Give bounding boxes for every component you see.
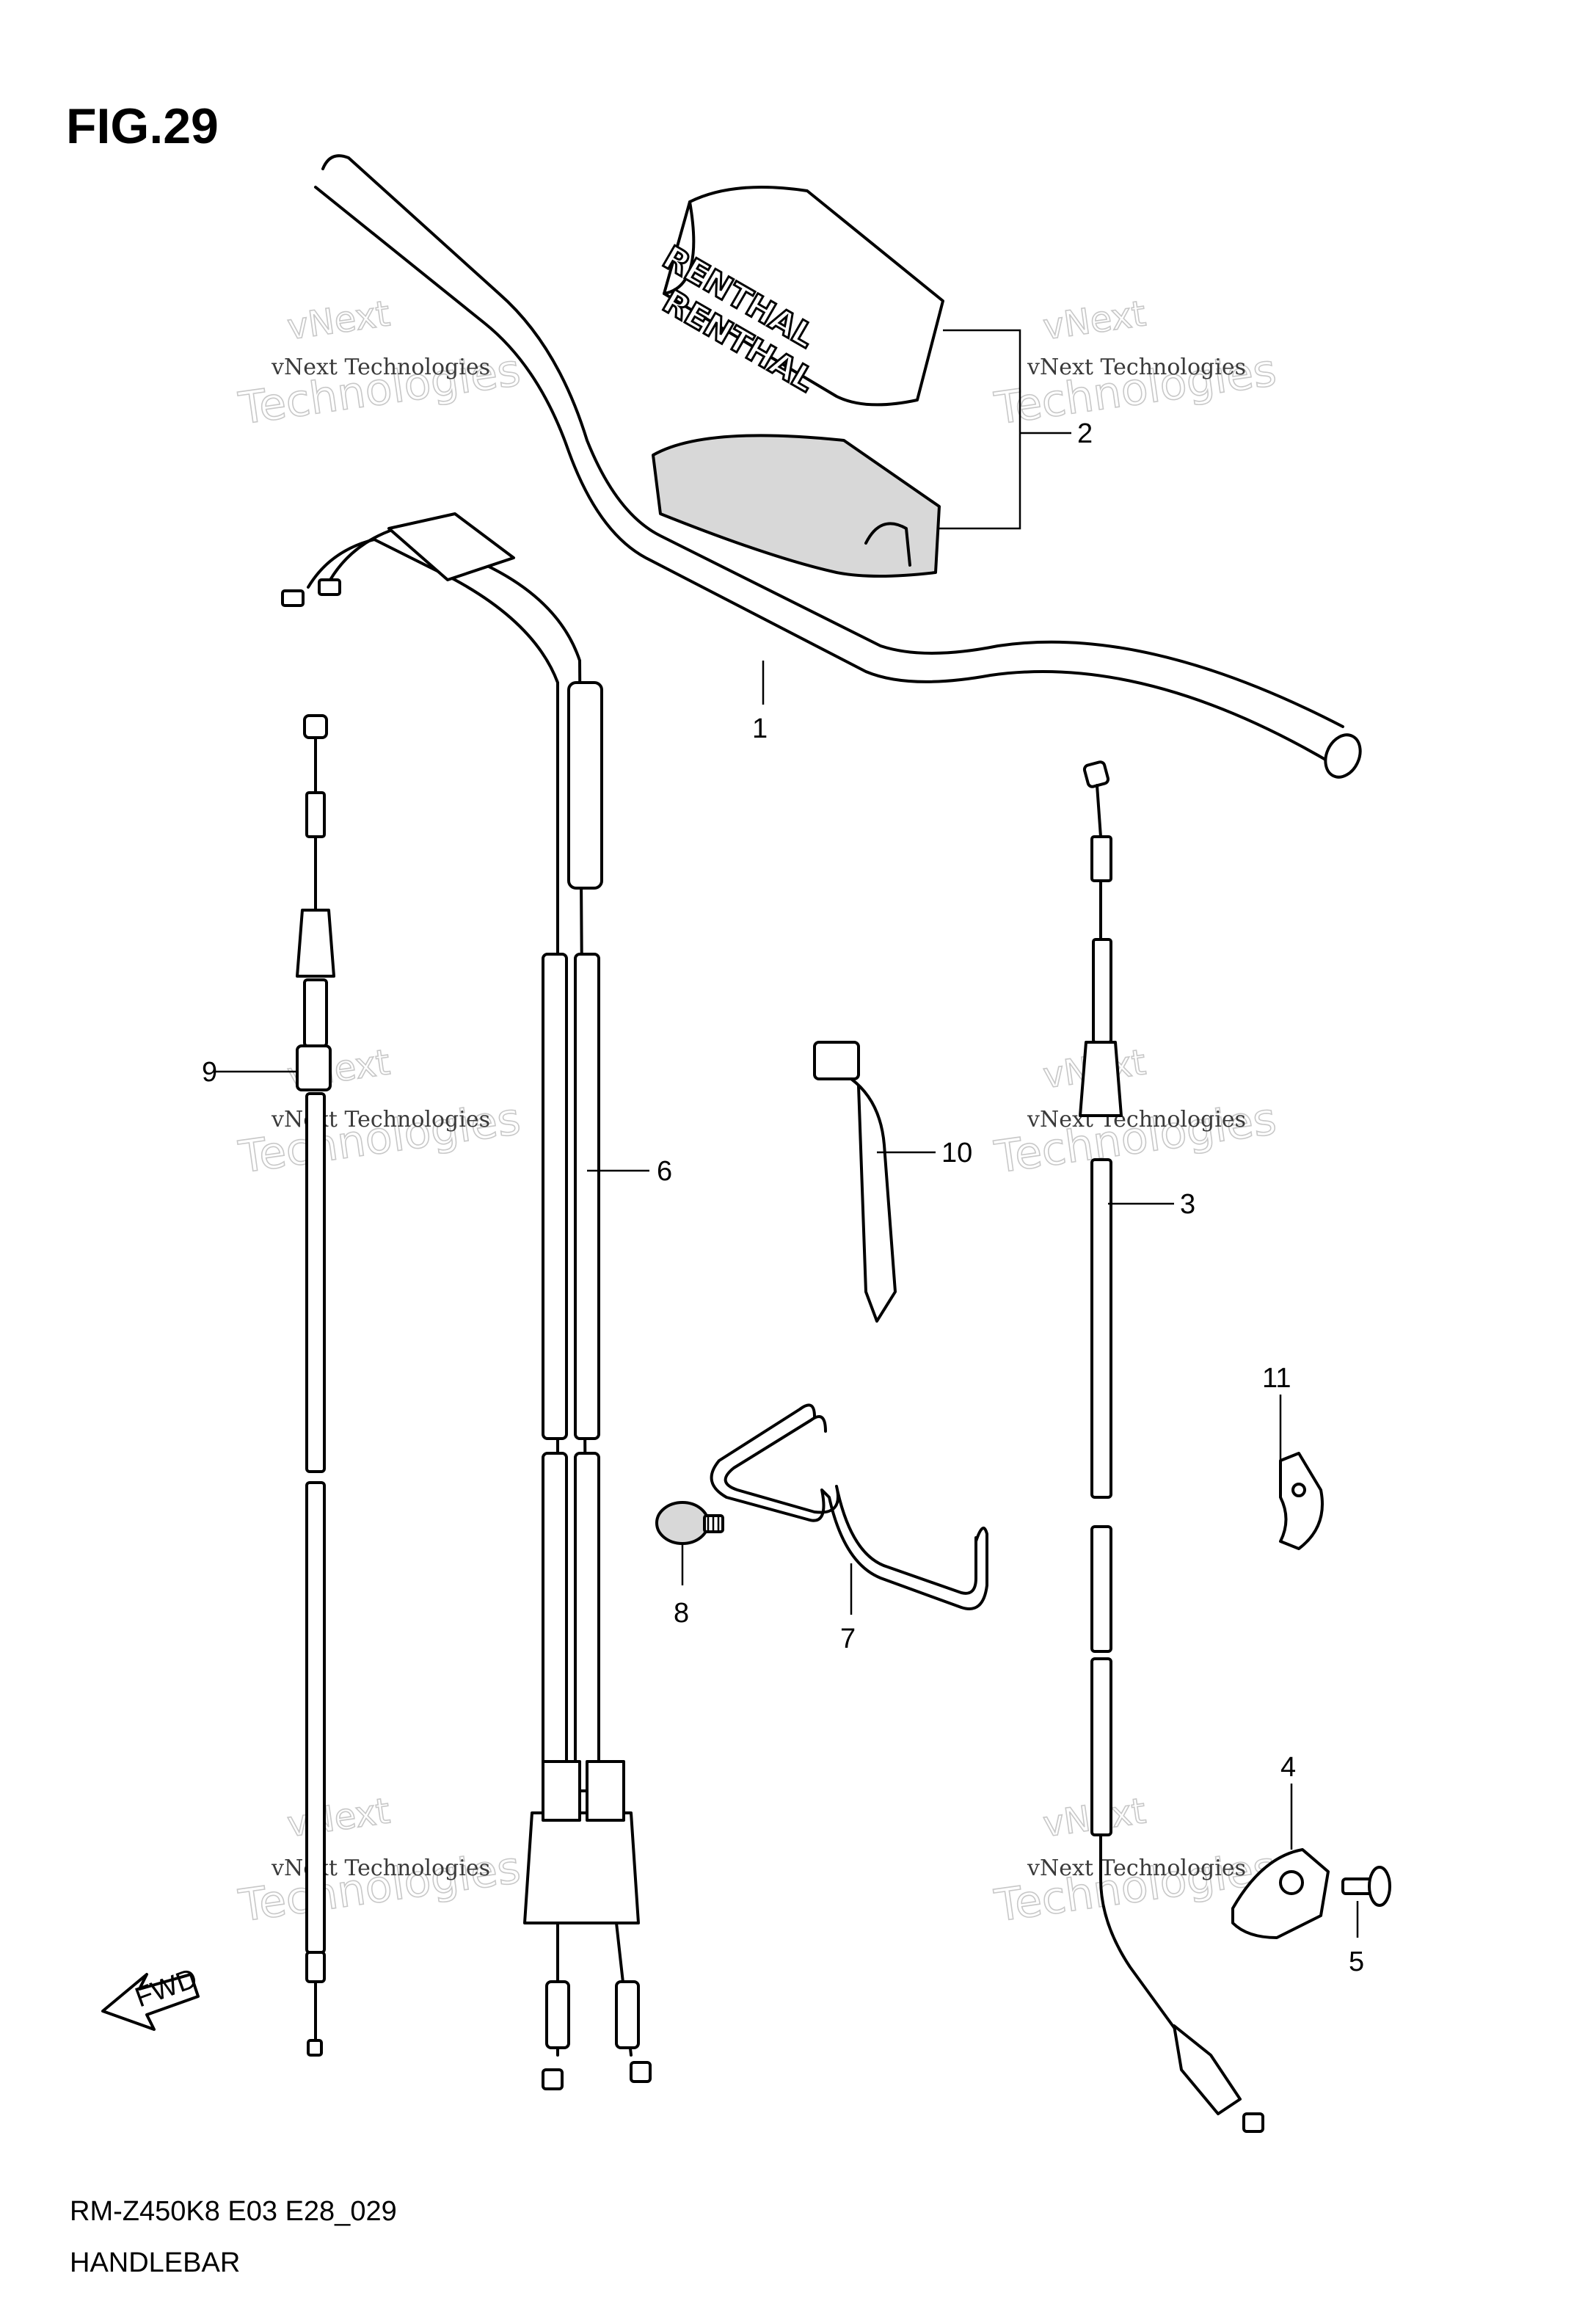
figure-title: FIG.29 bbox=[66, 98, 219, 154]
callout-5: 5 bbox=[1349, 1946, 1364, 1977]
watermark-text: vNext Technologies bbox=[1027, 355, 1246, 380]
lever-holder-part[interactable] bbox=[1231, 1848, 1330, 1939]
bolt-part[interactable] bbox=[655, 1501, 724, 1545]
clutch-cable-part[interactable] bbox=[1079, 760, 1264, 2133]
callout-2: 2 bbox=[1077, 418, 1093, 449]
footer-name: HANDLEBAR bbox=[70, 2247, 240, 2278]
left-cable-part[interactable] bbox=[296, 714, 335, 2057]
svg-text:vNext: vNext bbox=[285, 293, 393, 348]
callout-7: 7 bbox=[840, 1624, 856, 1654]
callout-1: 1 bbox=[752, 713, 768, 744]
watermark-mid-left: vNext Technologies bbox=[235, 1042, 524, 1185]
throttle-cable-part[interactable] bbox=[281, 512, 652, 2090]
screw-part[interactable] bbox=[1341, 1866, 1391, 1907]
watermark-text: vNext Technologies bbox=[271, 1855, 490, 1881]
watermark-text: vNext Technologies bbox=[271, 1107, 490, 1133]
callout-8: 8 bbox=[674, 1598, 689, 1629]
watermark-text: vNext Technologies bbox=[271, 355, 490, 380]
footer-code: RM-Z450K8 E03 E28_029 bbox=[70, 2196, 397, 2227]
svg-text:vNext: vNext bbox=[1041, 293, 1148, 348]
watermark-text: vNext Technologies bbox=[1027, 1855, 1246, 1881]
callout-4: 4 bbox=[1280, 1752, 1296, 1783]
callout-3: 3 bbox=[1180, 1189, 1195, 1220]
wire-guide-part[interactable] bbox=[710, 1403, 988, 1610]
callout-11: 11 bbox=[1262, 1363, 1291, 1394]
callout-9: 9 bbox=[202, 1057, 217, 1088]
cable-tie-part[interactable] bbox=[813, 1041, 897, 1323]
leader-lines bbox=[213, 329, 1359, 1938]
callout-6: 6 bbox=[657, 1156, 672, 1187]
watermark-bot-left: vNext Technologies bbox=[235, 1790, 524, 1933]
watermark-mid-right: vNext Technologies bbox=[991, 1042, 1280, 1185]
bar-pad-part[interactable]: RENTHAL RENTHAL bbox=[652, 186, 944, 578]
clamp-part[interactable] bbox=[1279, 1452, 1324, 1550]
watermark-text: vNext Technologies bbox=[1027, 1107, 1246, 1133]
fwd-arrow-icon: FWD bbox=[101, 1963, 201, 2031]
callout-10: 10 bbox=[941, 1138, 972, 1168]
handlebar-part[interactable] bbox=[314, 154, 1367, 782]
svg-text:vNext: vNext bbox=[285, 1790, 393, 1845]
